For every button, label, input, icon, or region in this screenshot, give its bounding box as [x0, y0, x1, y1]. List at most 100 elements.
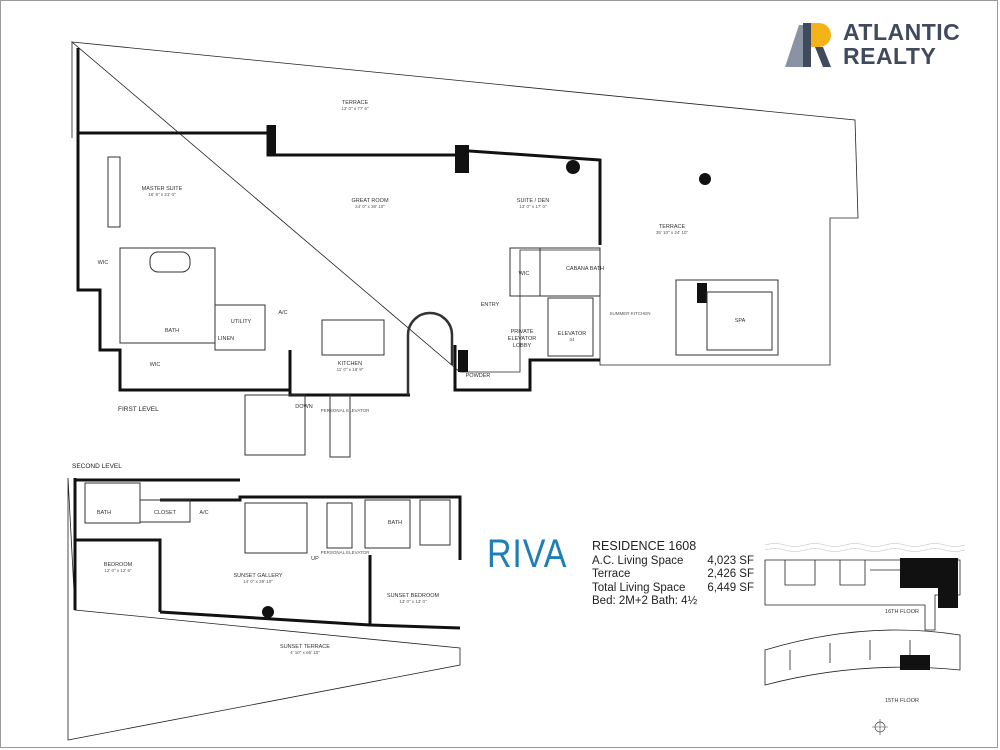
spec-beds-baths: Bed: 2M+2 Bath: 4½ [592, 595, 698, 607]
label-second-personal-elevator: PERSONAL ELEVATOR [321, 550, 371, 555]
spec-total-value: 6,449 SF [707, 581, 754, 594]
second-bath2-closet [419, 499, 451, 546]
elevator-shaft [547, 297, 594, 357]
master-closet [107, 156, 121, 228]
label-kitchen: KITCHEN [338, 361, 362, 367]
second-closet [139, 499, 191, 523]
wall-west [76, 48, 290, 392]
spec-row-total: Total Living Space 6,449 SF [592, 582, 754, 596]
residence-spec: RESIDENCE 1608 A.C. Living Space 4,023 S… [592, 539, 754, 609]
spec-row-ac: A.C. Living Space 4,023 SF [592, 555, 754, 569]
label-entry: ENTRY [481, 302, 500, 308]
utility-room [214, 304, 266, 351]
north-arrow-icon [872, 719, 888, 735]
wall-south [288, 350, 410, 397]
label-summer-kitchen: SUMMER KITCHEN [609, 311, 650, 316]
terrace-outline [70, 41, 859, 373]
label-sunset-terrace: SUNSET TERRACE [280, 644, 330, 650]
label-ac: A/C [278, 310, 287, 316]
label-sunset-gallery: SUNSET GALLERY [233, 573, 282, 579]
dim-sunset-bedroom: 13' 0" x 13' 0" [399, 599, 427, 604]
spec-total-label: Total Living Space [592, 581, 686, 594]
label-sunset-bedroom: SUNSET BEDROOM [387, 593, 440, 599]
brand-name-line1: ATLANTIC [843, 19, 961, 45]
label-private-lobby-3: LOBBY [513, 343, 532, 349]
personal-elevator-second [326, 502, 353, 549]
label-first-level: FIRST LEVEL [118, 406, 159, 413]
label-private-lobby-1: PRIVATE [511, 329, 534, 335]
dim-terrace-right: 35' 10" x 24' 10" [656, 230, 689, 235]
column-3 [697, 283, 707, 303]
keyplan-16th [764, 559, 961, 631]
dim-sunset-terrace: 4' 10" x 65' 10" [290, 650, 320, 655]
column-round-1 [566, 160, 580, 174]
label-wic-bottom: WIC [150, 362, 161, 368]
label-spa: SPA [735, 318, 746, 324]
dim-master-suite: 16' 8" x 21' 0" [148, 192, 176, 197]
tub [149, 251, 191, 273]
column-round-2 [699, 173, 711, 185]
spec-terrace-value: 2,426 SF [707, 568, 754, 580]
spec-ac-value: 4,023 SF [707, 554, 754, 567]
second-wall-bed [75, 538, 162, 612]
label-private-lobby-2: ELEVATOR [508, 336, 536, 342]
dim-elevator: 04 [569, 337, 575, 342]
cabana-bath [539, 247, 601, 297]
label-second-level: SECOND LEVEL [72, 463, 122, 470]
label-terrace-top: TERRACE [342, 100, 369, 106]
label-linen: LINEN [218, 336, 234, 342]
label-great-room: GREAT ROOM [351, 198, 388, 204]
dim-sunset-gallery: 14' 0" x 29' 10" [243, 579, 273, 584]
label-terrace-right: TERRACE [659, 224, 686, 230]
label-second-ac: A/C [199, 510, 208, 516]
project-logo-riva: RIVA [487, 532, 568, 576]
dim-kitchen: 11' 0" x 18' 9" [337, 367, 364, 372]
label-wic-right: WIC [519, 271, 530, 277]
label-second-bath2: BATH [388, 520, 402, 526]
label-utility: UTILITY [231, 319, 252, 325]
dim-bedroom: 12' 0" x 12' 6" [104, 568, 132, 573]
wall-lobby [453, 345, 600, 392]
personal-elevator-first [329, 394, 351, 458]
spa-inner [706, 291, 773, 351]
keyplan-15th-highlight [900, 655, 930, 670]
label-15th-floor: 15TH FLOOR [885, 698, 919, 704]
column-4 [458, 350, 468, 372]
master-bath [119, 247, 216, 344]
brand-name-line2: REALTY [843, 43, 937, 69]
spec-terrace-label: Terrace [592, 568, 631, 580]
label-second-closet: CLOSET [154, 510, 177, 516]
second-wall-south [159, 610, 461, 630]
second-bath2 [364, 499, 411, 549]
label-powder: POWDER [466, 373, 491, 379]
wall-suite-north [454, 148, 602, 245]
column-2 [455, 145, 469, 173]
kitchen-island [321, 319, 385, 356]
residence-title: RESIDENCE 1608 [592, 539, 697, 553]
dim-terrace-top: 13' 0" x 77' 6" [341, 106, 369, 111]
dim-great-room: 24' 0" x 30' 10" [355, 204, 385, 209]
stair-first [244, 394, 306, 456]
spec-ac-label: A.C. Living Space [592, 554, 684, 567]
second-bath [84, 482, 141, 524]
atlantic-realty-logo-icon [785, 23, 831, 67]
spec-row-terrace: Terrace 2,426 SF [592, 568, 754, 582]
label-second-bath: BATH [97, 510, 111, 516]
label-down: DOWN [295, 404, 312, 410]
label-bedroom: BEDROOM [104, 562, 133, 568]
label-personal-elevator: PERSONAL ELEVATOR [321, 408, 371, 413]
keyplan-16th-highlight [900, 558, 958, 608]
label-cabana-bath: CABANA BATH [566, 266, 604, 272]
column-1 [268, 125, 276, 155]
wic-right [509, 247, 541, 297]
brand-logo[interactable]: ATLANTIC REALTY [785, 20, 960, 68]
brand-name: ATLANTIC REALTY [843, 20, 960, 68]
label-bath: BATH [165, 328, 179, 334]
entry-curve [406, 311, 454, 395]
stair-second [244, 502, 308, 554]
dim-suite-den: 13' 0" x 17' 0" [519, 204, 547, 209]
column-round-second [262, 606, 274, 618]
spa-outer [675, 279, 779, 356]
